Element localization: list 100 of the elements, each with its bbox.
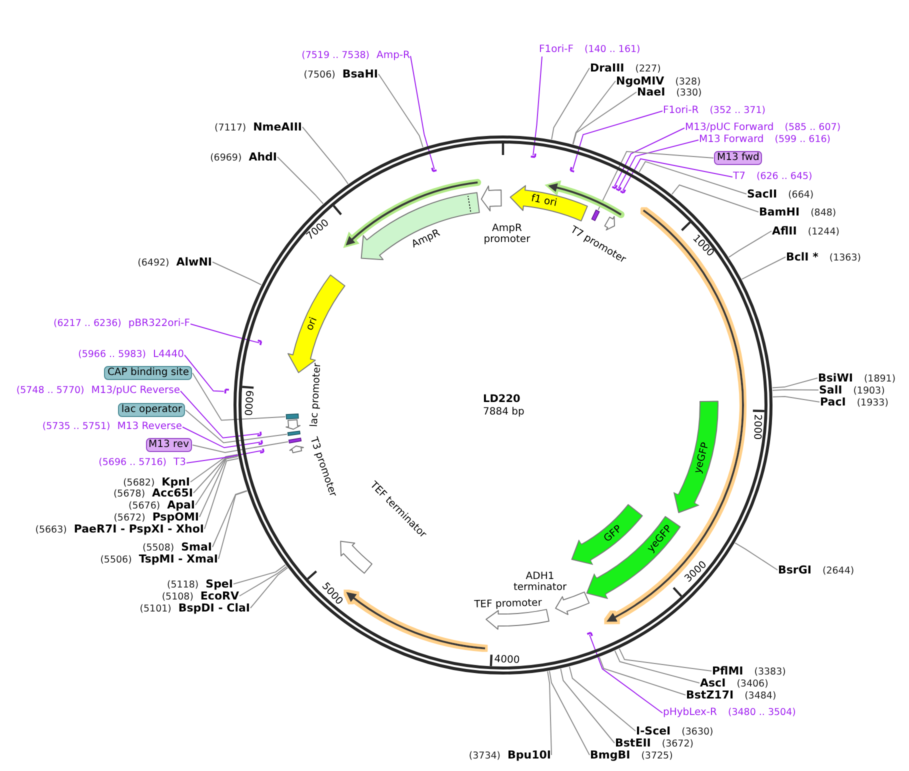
enzyme-name: BmgBI — [590, 748, 630, 762]
cut-position: (328) — [675, 76, 701, 88]
enzyme-name: BstZ17I — [686, 688, 734, 702]
feature-label: ADH1 terminator — [512, 571, 568, 594]
enzyme-name: PspOMI — [152, 510, 199, 524]
primer-name: T3 — [174, 457, 186, 469]
primer-range: (140 .. 161) — [584, 44, 640, 56]
cut-position: (1933) — [856, 397, 888, 409]
leader-line — [618, 648, 712, 672]
enzyme-name: AhdI — [248, 150, 277, 164]
cut-position: (3734) — [468, 750, 500, 762]
primer-mark — [258, 439, 263, 446]
enzyme-name: AflII — [772, 224, 797, 238]
leader-line — [186, 450, 262, 464]
cut-position: (664) — [788, 189, 814, 201]
leader-line — [772, 389, 819, 391]
primer-name: M13/pUC Forward — [685, 122, 774, 134]
leader-line — [734, 542, 778, 570]
enzyme-name: BclI * — [786, 250, 818, 264]
plasmid-name: LD220 — [483, 394, 520, 406]
enzyme-name: BsiWI — [818, 371, 853, 384]
leader-line — [741, 256, 786, 280]
primer-range: (585 .. 607) — [784, 122, 841, 134]
primer-name: pBR322ori-F — [128, 318, 190, 330]
leader-line — [190, 324, 260, 344]
feature-tag: lac operator — [118, 403, 185, 417]
enzyme-name: BsrGI — [778, 563, 812, 576]
leader-line — [548, 670, 590, 756]
cut-position: (5682) — [123, 477, 155, 488]
primer-name: M13/pUC Reverse — [91, 385, 180, 397]
leader-line — [572, 80, 616, 145]
leader-line — [239, 566, 288, 596]
leader-line — [572, 110, 663, 170]
feature-mark — [285, 412, 300, 420]
feature-mark — [287, 437, 303, 445]
primer-mark — [586, 632, 593, 637]
cut-position: (5108) — [162, 591, 194, 603]
primer-name: F1ori-F — [539, 44, 574, 56]
enzyme-name: SalI — [819, 383, 842, 396]
leader-line — [190, 454, 238, 482]
enzyme-name: Bpu10I — [508, 748, 551, 762]
scale-label: 6000 — [242, 390, 254, 416]
primer-mark — [611, 184, 618, 190]
enzyme-name: BspDI - ClaI — [178, 601, 250, 614]
scale-label: 2000 — [751, 414, 763, 440]
primer-range: (7519 .. 7538) — [302, 50, 370, 62]
primer-range: (5735 .. 5751) — [42, 421, 110, 432]
cut-position: (7506) — [304, 69, 336, 81]
leader-line — [233, 564, 286, 584]
enzyme-name: AlwNI — [176, 255, 212, 268]
cut-position: (5672) — [114, 512, 146, 524]
leader-line — [560, 668, 615, 744]
cut-position: (3725) — [641, 750, 673, 762]
enzyme-name: KpnI — [162, 475, 190, 488]
primer-name: M13 Reverse — [117, 421, 182, 433]
enzyme-name: PaeR7I - PspXI - XhoI — [74, 522, 204, 536]
leader-line — [772, 378, 818, 388]
enzyme-name: SmaI — [181, 540, 212, 554]
leader-line — [193, 454, 238, 494]
primer-mark — [431, 167, 438, 172]
leader-line — [204, 458, 239, 530]
leader-line — [547, 670, 552, 756]
feature-label: AmpR promoter — [482, 223, 532, 246]
cut-position: (1363) — [829, 252, 861, 264]
leader-line — [218, 490, 248, 560]
enzyme-name: SacII — [747, 187, 778, 200]
enzyme-name: TspMI - XmaI — [138, 552, 218, 566]
leader-line — [671, 184, 759, 212]
sequence-length: 7884 bp — [483, 406, 524, 418]
enzyme-name: DraIII — [590, 61, 624, 74]
cut-position: (227) — [635, 63, 661, 75]
feature-label: lac promoter — [309, 362, 324, 428]
leader-line — [618, 140, 699, 189]
primer-mark — [256, 430, 262, 436]
leader-line — [250, 567, 288, 608]
cut-position: (1891) — [864, 373, 896, 385]
primer-name: L4440 — [152, 349, 184, 361]
primer-range: (352 .. 371) — [710, 105, 766, 116]
feature-label: GFP — [602, 522, 624, 544]
enzyme-name: NgoMIV — [616, 74, 664, 88]
cut-position: (1903) — [853, 385, 885, 397]
feature-tag: CAP binding site — [104, 366, 192, 380]
cut-position: (5506) — [100, 554, 132, 566]
enzyme-name: BamHI — [759, 205, 800, 218]
primer-range: (6217 .. 6236) — [54, 318, 122, 330]
leader-line — [638, 160, 747, 194]
leader-line — [598, 151, 714, 210]
leader-line — [192, 372, 286, 421]
primer-mark — [224, 388, 230, 394]
primer-mark — [259, 448, 264, 454]
leader-line — [212, 262, 262, 286]
primer-range: (5966 .. 5983) — [78, 349, 146, 360]
leader-line — [622, 158, 733, 192]
cut-position: (330) — [676, 87, 702, 99]
cut-position: (3406) — [736, 678, 768, 690]
enzyme-name: AscI — [700, 676, 726, 690]
primer-mark — [615, 186, 622, 192]
primer-name: pHybLex-R — [663, 707, 717, 719]
enzyme-name: NmeAIII — [253, 120, 302, 134]
enzyme-name: I-SceI — [636, 724, 671, 738]
